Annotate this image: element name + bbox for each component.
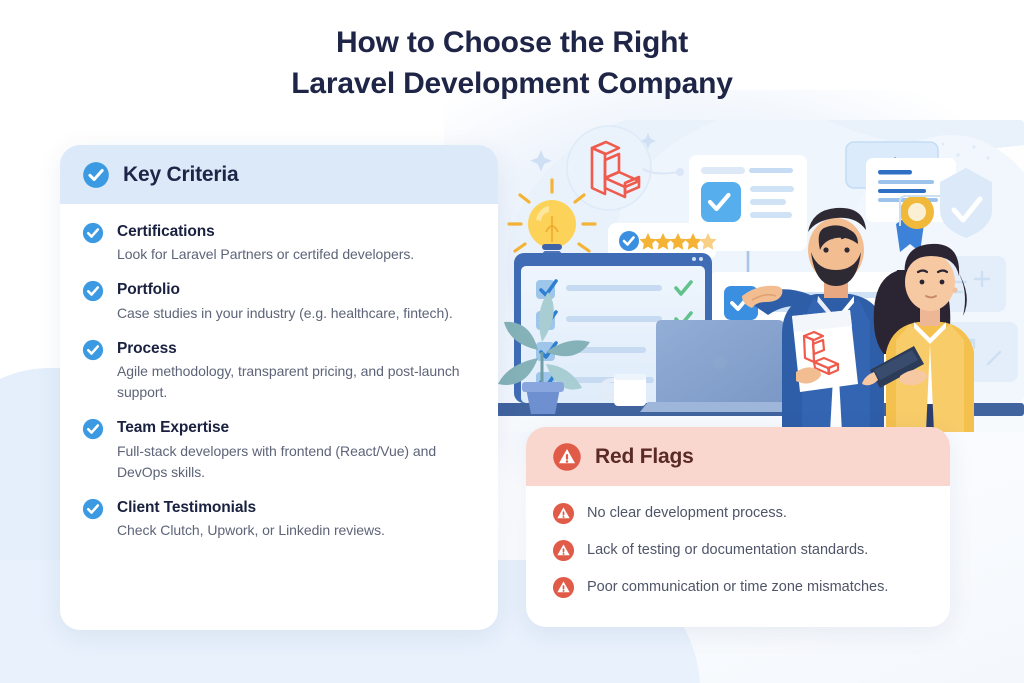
list-item[interactable]: Lack of testing or documentation standar… (552, 539, 926, 562)
list-item[interactable]: No clear development process. (552, 502, 926, 525)
check-circle-icon (82, 339, 104, 360)
check-circle-icon (82, 222, 104, 244)
coffee-mug-icon (599, 374, 646, 406)
criteria-description: Full-stack developers with frontend (Rea… (117, 442, 437, 480)
list-item[interactable]: Portfolio Case studies in your industry … (82, 280, 472, 323)
shield-check-icon (940, 168, 992, 238)
red-flags-list: No clear development process. Lack of te… (526, 486, 950, 609)
criteria-title: Portfolio (117, 281, 180, 299)
warning-circle-icon (552, 539, 575, 562)
criteria-title: Process (117, 339, 177, 357)
red-flags-header: Red Flags (526, 427, 950, 486)
list-item[interactable]: Certifications Look for Laravel Partners… (82, 222, 472, 265)
warning-circle-icon (553, 443, 581, 471)
laptop-icon (640, 320, 804, 412)
red-flag-text: Poor communication or time zone mismatch… (587, 578, 889, 595)
warning-circle-icon (552, 502, 575, 525)
key-criteria-header: Key Criteria (60, 145, 498, 204)
criteria-description: Case studies in your industry (e.g. heal… (117, 304, 453, 321)
criteria-title: Team Expertise (117, 419, 230, 437)
red-flag-text: Lack of testing or documentation standar… (587, 541, 869, 558)
hero-illustration: </> (496, 120, 1024, 432)
laravel-logo-icon (590, 140, 641, 199)
key-criteria-card: Key Criteria Certifications Look for Lar… (60, 145, 498, 630)
certificate-award-icon (866, 158, 956, 252)
star-rating-widget (608, 223, 717, 259)
lightbulb-icon (507, 178, 597, 263)
check-circle-icon (83, 162, 109, 188)
list-item[interactable]: Team Expertise Full-stack developers wit… (82, 418, 472, 482)
person-woman-tablet (862, 243, 974, 432)
criteria-description: Look for Laravel Partners or certifed de… (117, 246, 415, 263)
criteria-description: Agile methodology, transparent pricing, … (117, 363, 460, 401)
red-flags-card: Red Flags No clear development process. … (526, 427, 950, 627)
list-item[interactable]: Client Testimonials Check Clutch, Upwork… (82, 498, 472, 541)
list-item[interactable]: Poor communication or time zone mismatch… (552, 576, 926, 599)
check-circle-icon (82, 281, 104, 302)
list-item[interactable]: Process Agile methodology, transparent p… (82, 339, 472, 403)
criteria-title: Client Testimonials (117, 498, 257, 516)
potted-plant-icon (498, 292, 590, 414)
check-circle-icon (82, 498, 104, 519)
red-flags-title: Red Flags (595, 445, 694, 468)
page-title: How to Choose the Right Laravel Developm… (0, 22, 1024, 105)
page-title-line2: Laravel Development Company (291, 67, 733, 101)
check-circle-icon (82, 419, 104, 440)
checkbox-card-small (689, 155, 807, 251)
red-flag-text: No clear development process. (587, 504, 787, 521)
warning-circle-icon (552, 576, 575, 599)
key-criteria-title: Key Criteria (123, 163, 239, 186)
person-man-presenting (742, 207, 884, 432)
key-criteria-list: Certifications Look for Laravel Partners… (60, 204, 498, 551)
page-title-line1: How to Choose the Right (335, 26, 689, 59)
criteria-description: Check Clutch, Upwork, or Linkedin review… (117, 521, 385, 538)
criteria-title: Certifications (117, 223, 215, 240)
